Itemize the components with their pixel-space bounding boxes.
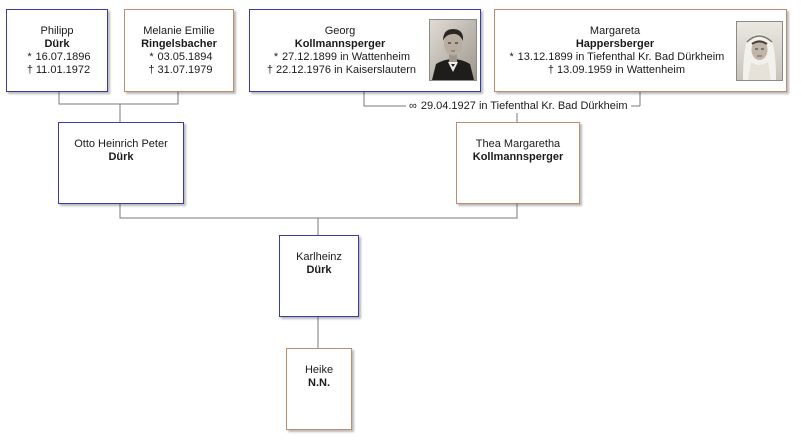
connector-philipp xyxy=(58,92,120,105)
portrait-photo[interactable] xyxy=(736,21,783,81)
birth-place-date: 13.12.1899 in Tiefenthal Kr. Bad Dürkhei… xyxy=(517,51,725,63)
birth-icon: * xyxy=(273,51,279,63)
connector-melanie xyxy=(120,92,179,105)
death-date: 31.07.1979 xyxy=(157,64,213,76)
portrait-photo[interactable] xyxy=(429,19,477,81)
surname: Dürk xyxy=(44,38,70,50)
given-name: Heike xyxy=(304,364,334,376)
man-portrait-icon xyxy=(430,20,476,80)
given-name: Georg xyxy=(324,25,356,37)
death-event: †31.07.1979 xyxy=(125,64,233,77)
given-name: Otto Heinrich Peter xyxy=(74,138,168,150)
person-georg[interactable]: Georg Kollmannsperger *27.12.1899 in Wat… xyxy=(249,9,481,92)
birth-icon: * xyxy=(149,51,154,63)
birth-icon: * xyxy=(27,51,32,63)
given-name: Margareta xyxy=(589,25,641,37)
person-otto[interactable]: Otto Heinrich Peter Dürk xyxy=(58,122,184,204)
given-name: Karlheinz xyxy=(296,251,342,263)
person-thea[interactable]: Thea Margaretha Kollmannsperger xyxy=(456,122,580,204)
death-icon: † xyxy=(26,64,33,76)
surname: Kollmannsperger xyxy=(294,38,386,50)
surname: N.N. xyxy=(308,377,330,389)
birth-event: *03.05.1894 xyxy=(125,51,233,64)
birth-place-date: 27.12.1899 in Wattenheim xyxy=(281,51,410,63)
death-place-date: 13.09.1959 in Wattenheim xyxy=(556,64,685,76)
person-karlheinz[interactable]: Karlheinz Dürk xyxy=(279,235,359,317)
marriage-label: ∞29.04.1927 in Tiefenthal Kr. Bad Dürkhe… xyxy=(406,99,631,113)
birth-date: 16.07.1896 xyxy=(35,51,91,63)
person-heike[interactable]: Heike N.N. xyxy=(286,348,352,430)
person-margareta[interactable]: Margareta Happersberger *13.12.1899 in T… xyxy=(494,9,787,92)
surname: Dürk xyxy=(306,264,332,276)
death-event: †11.01.1972 xyxy=(7,64,107,77)
marriage-date-place: 29.04.1927 in Tiefenthal Kr. Bad Dürkhei… xyxy=(420,100,628,112)
death-icon: † xyxy=(266,64,274,76)
woman-portrait-icon xyxy=(737,22,782,80)
death-event: †22.12.1976 in Kaiserslautern xyxy=(250,64,430,77)
connector-thea xyxy=(318,204,518,219)
birth-icon: * xyxy=(509,51,514,63)
death-event: †13.09.1959 in Wattenheim xyxy=(495,64,735,77)
death-icon: † xyxy=(547,64,555,76)
person-philipp[interactable]: Philipp Dürk *16.07.1896 †11.01.1972 xyxy=(6,9,108,92)
birth-date: 03.05.1894 xyxy=(157,51,213,63)
surname: Kollmannsperger xyxy=(472,151,564,163)
birth-event: *13.12.1899 in Tiefenthal Kr. Bad Dürkhe… xyxy=(495,51,735,64)
person-melanie[interactable]: Melanie Emilie Ringelsbacher *03.05.1894… xyxy=(124,9,234,92)
death-date: 11.01.1972 xyxy=(35,64,91,76)
marriage-icon: ∞ xyxy=(409,100,417,112)
given-name: Melanie Emilie xyxy=(143,25,215,37)
given-name: Thea Margaretha xyxy=(475,138,561,150)
birth-event: *27.12.1899 in Wattenheim xyxy=(250,51,430,64)
surname: Ringelsbacher xyxy=(141,38,217,50)
death-place-date: 22.12.1976 in Kaiserslautern xyxy=(275,64,417,76)
death-icon: † xyxy=(148,64,155,76)
connector-otto xyxy=(119,204,318,219)
surname: Dürk xyxy=(108,151,134,163)
given-name: Philipp xyxy=(40,25,74,37)
birth-event: *16.07.1896 xyxy=(7,51,107,64)
surname: Happersberger xyxy=(575,38,655,50)
